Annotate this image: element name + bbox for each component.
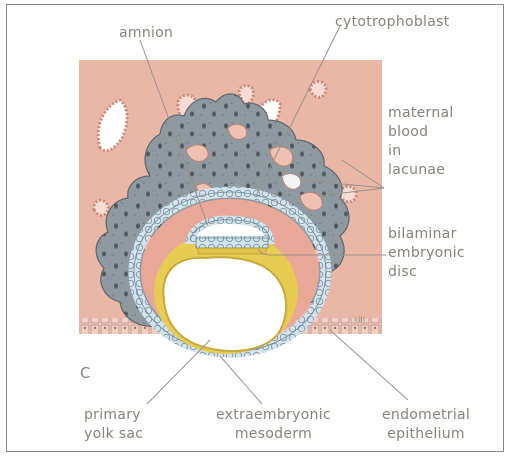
artist-signature: kllt bbox=[354, 312, 366, 329]
epiblast bbox=[196, 238, 268, 248]
label-extraembryonic-mesoderm: extraembryonic mesoderm bbox=[216, 406, 331, 444]
label-bilaminar-disc: bilaminar embryonic disc bbox=[388, 225, 465, 282]
label-primary-yolk-sac: primary yolk sac bbox=[84, 406, 143, 444]
panel-letter: C bbox=[80, 365, 91, 382]
label-endometrial-epithelium: endometrial epithelium bbox=[382, 406, 470, 444]
primary-yolk-sac bbox=[163, 257, 286, 351]
label-maternal-blood: maternal blood in lacunae bbox=[388, 104, 454, 180]
amniotic-cavity bbox=[190, 220, 270, 240]
label-cytotrophoblast: cytotrophoblast bbox=[335, 14, 450, 31]
hypoblast bbox=[198, 248, 266, 254]
label-amnion: amnion bbox=[119, 25, 173, 42]
